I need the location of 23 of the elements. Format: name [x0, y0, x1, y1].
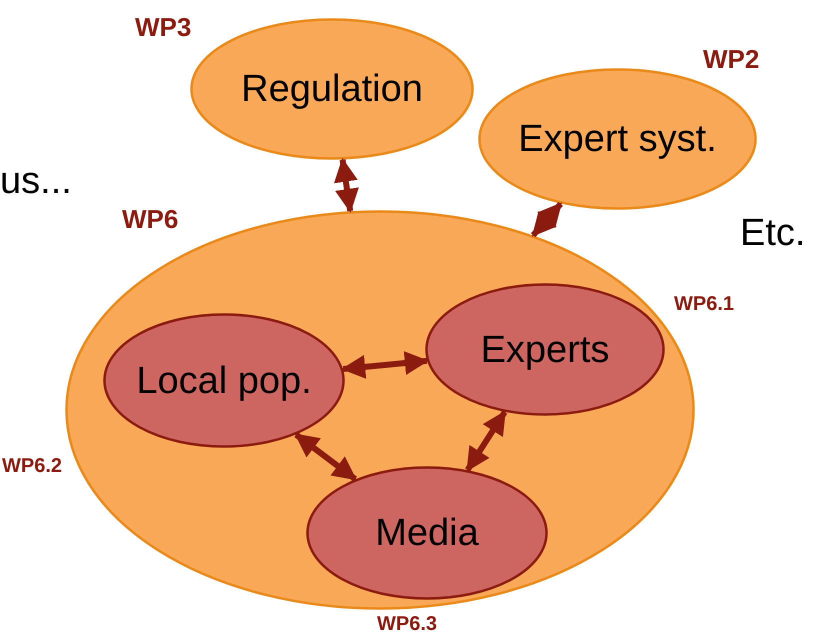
work-package-label: WP6.1	[674, 294, 734, 314]
oval-node	[103, 313, 345, 448]
oval-node	[425, 283, 665, 416]
note-text: Etc.	[740, 214, 806, 252]
node-label: Expert syst.	[517, 120, 718, 158]
node-heading: WP6	[122, 206, 178, 232]
work-package-label: WP6.2	[2, 456, 62, 476]
note-text: us...	[0, 162, 72, 200]
node-label: Media	[374, 514, 480, 552]
node-label: Experts	[480, 330, 610, 368]
double-arrow	[294, 432, 357, 482]
oval-node	[478, 68, 757, 210]
double-arrow	[465, 410, 508, 472]
oval-node	[190, 18, 474, 160]
oval-node	[306, 466, 548, 600]
work-package-label: WP6.3	[377, 614, 438, 634]
double-arrow	[530, 202, 563, 238]
work-package-label: WP2	[703, 46, 760, 72]
work-package-label: WP3	[135, 14, 192, 40]
double-arrow	[341, 351, 429, 379]
double-arrow	[334, 158, 359, 213]
node-label: Local pop.	[135, 362, 313, 400]
node-label: Regulation	[240, 70, 424, 108]
